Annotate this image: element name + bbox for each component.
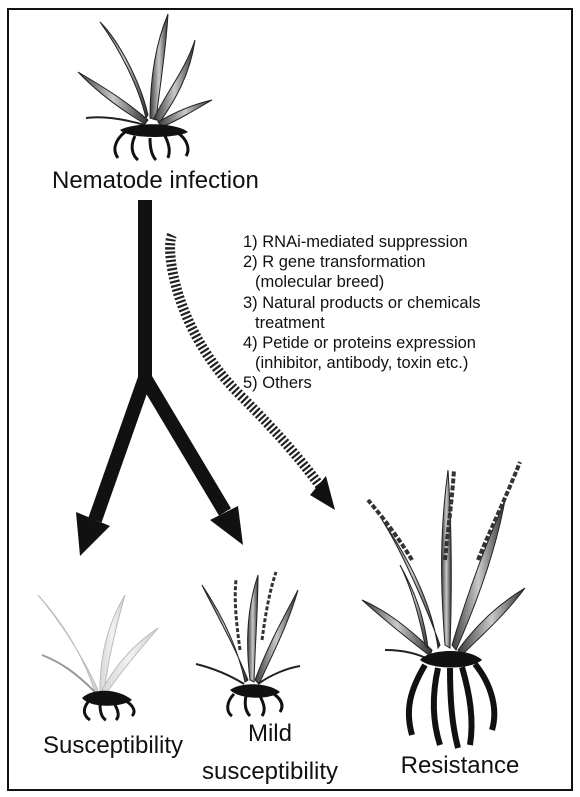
resistance-label: Resistance: [385, 752, 535, 780]
top-label: Nematode infection: [52, 167, 242, 195]
susceptibility-label: Susceptibility: [28, 732, 198, 760]
method-item: 4) Petide or proteins expression: [243, 333, 481, 353]
resistant-plant-icon: [362, 462, 525, 748]
method-item: (molecular breed): [243, 272, 481, 292]
method-item: 5) Others: [243, 373, 481, 393]
method-item: 3) Natural products or chemicals: [243, 293, 481, 313]
mild-label-line2: susceptibility: [192, 758, 348, 786]
method-item: 2) R gene transformation: [243, 252, 481, 272]
top-plant-icon: [78, 14, 212, 160]
method-item: (inhibitor, antibody, toxin etc.): [243, 353, 481, 373]
mild-label-line1: Mild: [200, 720, 340, 748]
method-item: 1) RNAi-mediated suppression: [243, 232, 481, 252]
susceptible-plant-icon: [38, 595, 158, 720]
treatment-methods-list: 1) RNAi-mediated suppression 2) R gene t…: [243, 232, 481, 394]
pathway-arrows: [76, 200, 243, 556]
mild-susceptible-plant-icon: [196, 572, 300, 716]
method-item: treatment: [243, 313, 481, 333]
